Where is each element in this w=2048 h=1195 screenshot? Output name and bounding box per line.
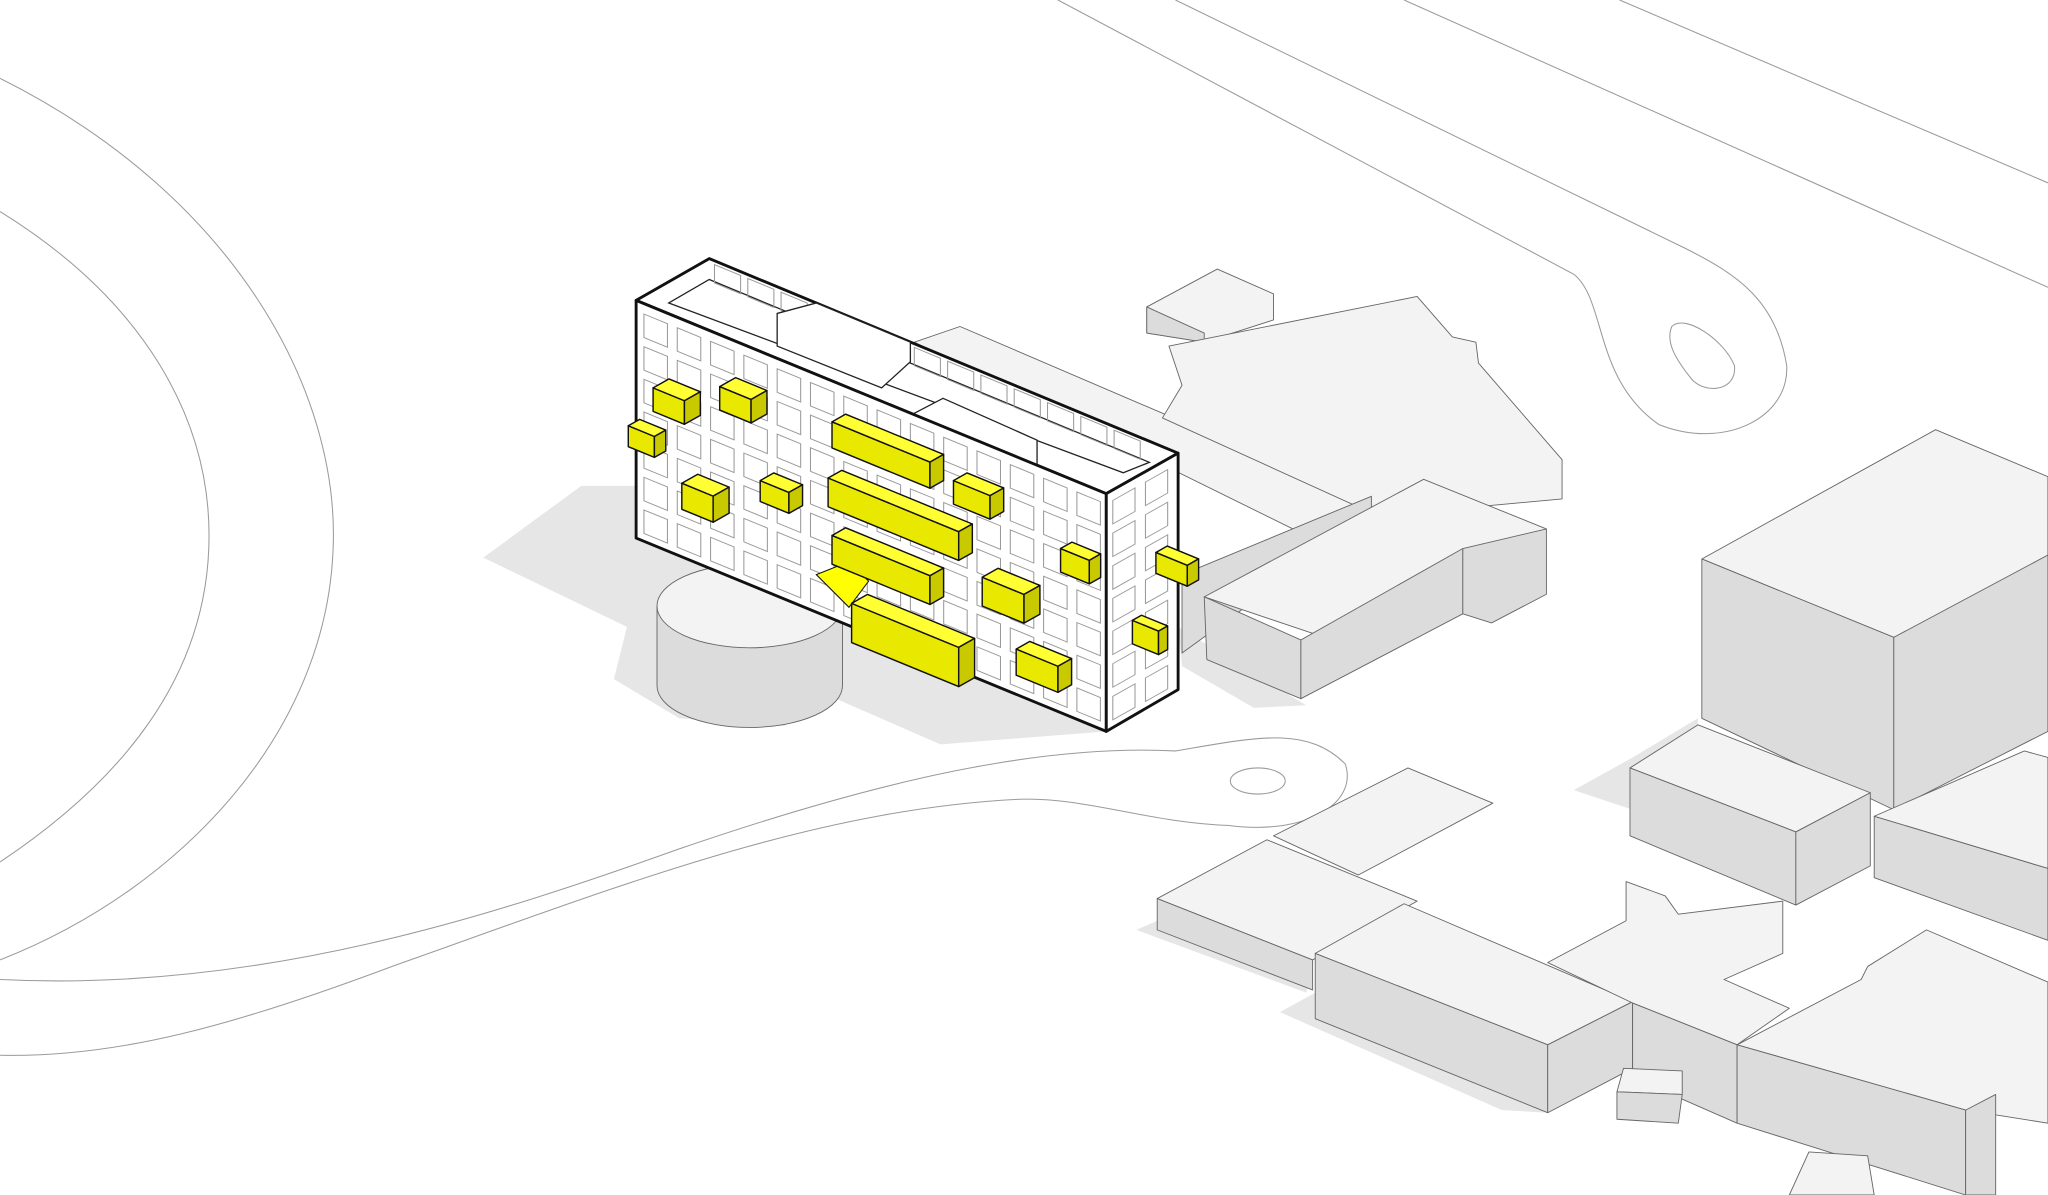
window (643, 345, 668, 381)
window (943, 436, 968, 472)
window (710, 438, 735, 474)
window (1076, 491, 1101, 526)
highlighted-box (1059, 541, 1102, 585)
window (743, 517, 768, 553)
highlighted-volumes (627, 376, 1200, 694)
parapet-panel (980, 374, 1008, 405)
window (1043, 510, 1068, 545)
window (676, 326, 702, 362)
window (1144, 664, 1169, 703)
window (1144, 468, 1169, 507)
window (1112, 519, 1136, 558)
window (976, 450, 1002, 485)
window (1043, 575, 1068, 611)
window (1112, 487, 1136, 525)
window (743, 452, 768, 487)
highlighted-box (652, 378, 702, 425)
parapet-panel (747, 277, 775, 309)
window (676, 424, 702, 460)
window (976, 646, 1002, 681)
window (1009, 463, 1035, 499)
highlighted-box (831, 527, 945, 606)
window (1112, 650, 1136, 689)
window (943, 599, 968, 635)
window (743, 484, 768, 520)
parapet-panel (713, 263, 742, 295)
parapet-panel (1013, 388, 1041, 419)
window (710, 340, 735, 376)
window (809, 577, 835, 613)
window (676, 522, 702, 558)
window (743, 550, 768, 585)
window (809, 381, 835, 417)
window (1076, 654, 1101, 690)
highlighted-box (718, 376, 768, 424)
highlighted-box (627, 418, 667, 459)
window (643, 313, 668, 348)
window (809, 447, 835, 482)
highlighted-box (831, 413, 945, 489)
main-building (627, 257, 1200, 733)
parapet-panel (1113, 429, 1141, 461)
highlighted-box (1155, 545, 1200, 587)
window (1144, 501, 1169, 540)
highlighted-box (952, 472, 1005, 520)
highlighted-box (850, 593, 976, 688)
highlighted-box (1015, 640, 1073, 694)
window (1076, 687, 1101, 722)
window (743, 419, 768, 455)
highlighted-box (981, 567, 1041, 624)
window (643, 509, 668, 544)
window (1076, 589, 1101, 624)
window (1112, 683, 1136, 721)
window (1112, 585, 1136, 623)
highlighted-box (1131, 614, 1169, 656)
window (1009, 496, 1035, 532)
context-buildings (913, 268, 2048, 1195)
parapet-panel (947, 360, 975, 392)
window (776, 368, 802, 403)
highlighted-box (759, 472, 804, 515)
window (1112, 552, 1136, 591)
side-facade-windows (1112, 468, 1169, 721)
window (976, 613, 1002, 649)
highlighted-box (681, 473, 730, 523)
window (776, 400, 802, 436)
window (643, 476, 668, 512)
window (1043, 608, 1068, 643)
parapet-panel (1080, 415, 1108, 447)
window (1043, 477, 1068, 513)
window (776, 433, 802, 469)
highlighted-box (827, 469, 974, 562)
window (776, 563, 802, 599)
parapet-panel (913, 346, 941, 378)
window (743, 354, 768, 390)
window (710, 536, 735, 572)
window (1076, 621, 1101, 657)
window (976, 515, 1002, 551)
window (776, 531, 802, 566)
window (1009, 529, 1035, 564)
parapet-panel (1046, 401, 1075, 433)
